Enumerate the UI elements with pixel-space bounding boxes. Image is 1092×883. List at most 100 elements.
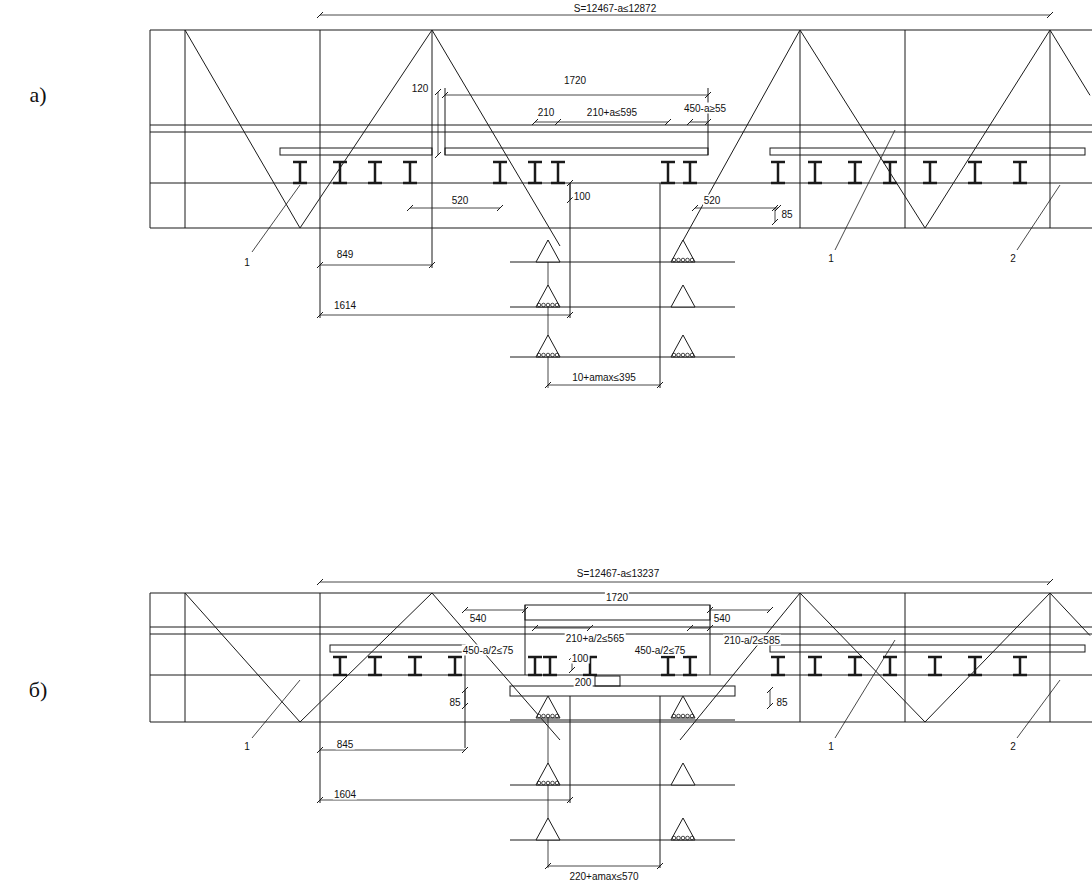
roller-symbol <box>686 714 690 718</box>
drawing-line <box>432 593 560 740</box>
drawing-line <box>462 687 468 693</box>
drawing-line <box>775 208 776 222</box>
drawing-line <box>339 162 342 183</box>
roller-symbol <box>677 836 681 840</box>
drawing-line <box>925 593 1050 722</box>
drawing-line <box>432 30 560 246</box>
roller-symbol <box>677 353 681 357</box>
roller-symbol <box>551 781 555 785</box>
roller-symbol <box>690 258 694 262</box>
drawing-line <box>800 593 925 722</box>
support-symbol <box>536 818 560 840</box>
drawing-line <box>528 674 542 677</box>
dimension-label: 450-a≥55 <box>683 103 727 114</box>
drawing-line <box>510 720 735 721</box>
callout-number: 1 <box>827 741 835 752</box>
drawing-line <box>150 627 1092 628</box>
drawing-line <box>1013 674 1027 677</box>
dimension-label: 1720 <box>563 75 587 86</box>
dimension-label: 540 <box>469 613 488 624</box>
drawing-line <box>320 750 465 751</box>
drawing-line <box>974 657 977 675</box>
drawing-line <box>150 721 1092 722</box>
dimension-label: 85 <box>780 209 793 220</box>
drawing-line <box>667 657 670 675</box>
roller-symbol <box>537 781 541 785</box>
drawing-line <box>665 119 671 125</box>
support-symbol <box>671 240 695 262</box>
drawing-line <box>705 92 711 98</box>
roller-symbol <box>690 836 694 840</box>
drawing-line <box>657 863 663 869</box>
support-symbol <box>671 696 695 718</box>
drawing-line <box>320 800 570 801</box>
roller-symbol <box>681 353 685 357</box>
roller-symbol <box>546 303 550 307</box>
drawing-line <box>374 162 377 183</box>
roller-symbol <box>555 781 559 785</box>
drawing-line <box>690 122 708 123</box>
drawing-line <box>409 162 412 183</box>
drawing-line <box>767 687 773 693</box>
callout-number: 1 <box>827 253 835 264</box>
drawing-line <box>689 657 692 675</box>
roller-symbol <box>686 258 690 262</box>
support-symbol <box>671 285 695 307</box>
drawing-line <box>1019 162 1022 183</box>
drawing-line <box>705 119 711 125</box>
drawing-line <box>771 674 785 677</box>
drawing-line <box>534 162 537 183</box>
drawing-line <box>317 579 323 585</box>
drawing-line <box>889 657 892 675</box>
drawing-line <box>454 657 457 675</box>
drawing-line <box>465 690 466 706</box>
dimension-label: 10+amax≤395 <box>571 372 637 383</box>
drawing-line <box>549 657 552 675</box>
roller-symbol <box>546 781 550 785</box>
drawing-line <box>808 182 822 185</box>
roller-symbol <box>542 714 546 718</box>
drawing-line <box>185 593 300 722</box>
support-symbol <box>536 335 560 357</box>
drawing-line <box>1047 12 1053 18</box>
drawing-line <box>772 205 778 211</box>
drawing-line <box>442 92 448 98</box>
dimension-label: S=12467-a≤13237 <box>576 568 661 579</box>
drawing-line <box>767 607 773 613</box>
drawing-line <box>848 674 862 677</box>
drawing-line <box>929 162 932 183</box>
drawing-line <box>569 667 575 673</box>
dimension-label: 210+a≤595 <box>586 107 638 118</box>
drawing-line <box>770 690 771 706</box>
roller-symbol <box>546 714 550 718</box>
drawing-line <box>934 657 937 675</box>
drawing-line <box>497 205 503 211</box>
panel-letter: б) <box>28 678 49 702</box>
callout-number: 2 <box>1009 741 1017 752</box>
support-symbol <box>671 335 695 357</box>
drawing-line <box>150 183 1092 184</box>
drawing-line <box>567 312 573 318</box>
roller-symbol <box>551 303 555 307</box>
drawing-line <box>923 182 937 185</box>
drawing-line <box>407 205 413 211</box>
support-symbol <box>671 763 695 785</box>
drawing-line <box>438 92 439 155</box>
roller-symbol <box>542 353 546 357</box>
support-symbol <box>536 285 560 307</box>
drawing-line <box>974 162 977 183</box>
drawing-line <box>465 610 525 611</box>
drawing-line <box>657 382 663 388</box>
drawing-line <box>661 674 675 677</box>
drawing-line <box>570 696 571 803</box>
drawing-line <box>317 747 323 753</box>
panel-letter: а) <box>28 83 47 107</box>
dimension-label: 210-a/2≤585 <box>723 635 781 646</box>
drawing-line <box>667 162 670 183</box>
drawing-line <box>692 205 698 211</box>
support-symbol <box>536 240 560 262</box>
drawing-line <box>800 593 801 722</box>
drawing-line <box>835 640 895 738</box>
drawing-line <box>429 262 435 268</box>
